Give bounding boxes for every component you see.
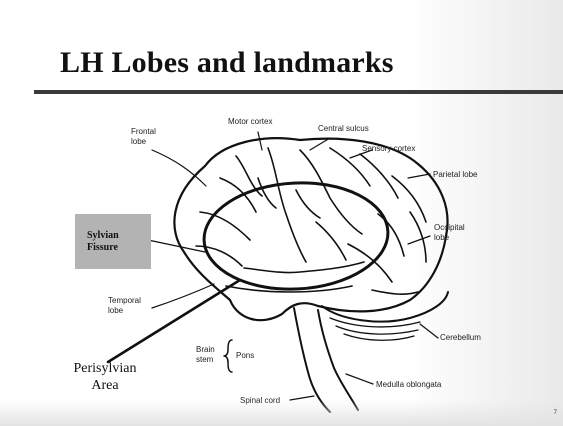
label-medulla-oblongata: Medulla oblongata (376, 380, 441, 390)
label-frontal-lobe: Frontal lobe (131, 127, 156, 147)
label-brain-stem: Brain stem (196, 345, 215, 365)
label-central-sulcus: Central sulcus (318, 124, 369, 134)
perisylvian-area-label: Perisylvian Area (60, 360, 150, 394)
label-cerebellum: Cerebellum (440, 333, 481, 343)
pons-brace (224, 340, 232, 372)
perisylvian-ellipse (201, 178, 390, 293)
page-number: 7 (554, 410, 557, 416)
label-pons: Pons (236, 351, 254, 361)
cerebellum-shape (322, 292, 448, 322)
label-occipital-lobe: Occipital lobe (434, 223, 465, 243)
label-temporal-lobe: Temporal lobe (108, 296, 141, 316)
label-motor-cortex: Motor cortex (228, 117, 272, 127)
perisylvian-pointer (108, 280, 240, 362)
cerebrum-outline (174, 138, 447, 320)
label-sensory-cortex: Sensory cortex (362, 144, 415, 154)
sylvian-fissure-callout: Sylvian Fissure (75, 214, 151, 269)
label-spinal-cord: Spinal cord (240, 396, 280, 406)
label-parietal-lobe: Parietal lobe (433, 170, 477, 180)
